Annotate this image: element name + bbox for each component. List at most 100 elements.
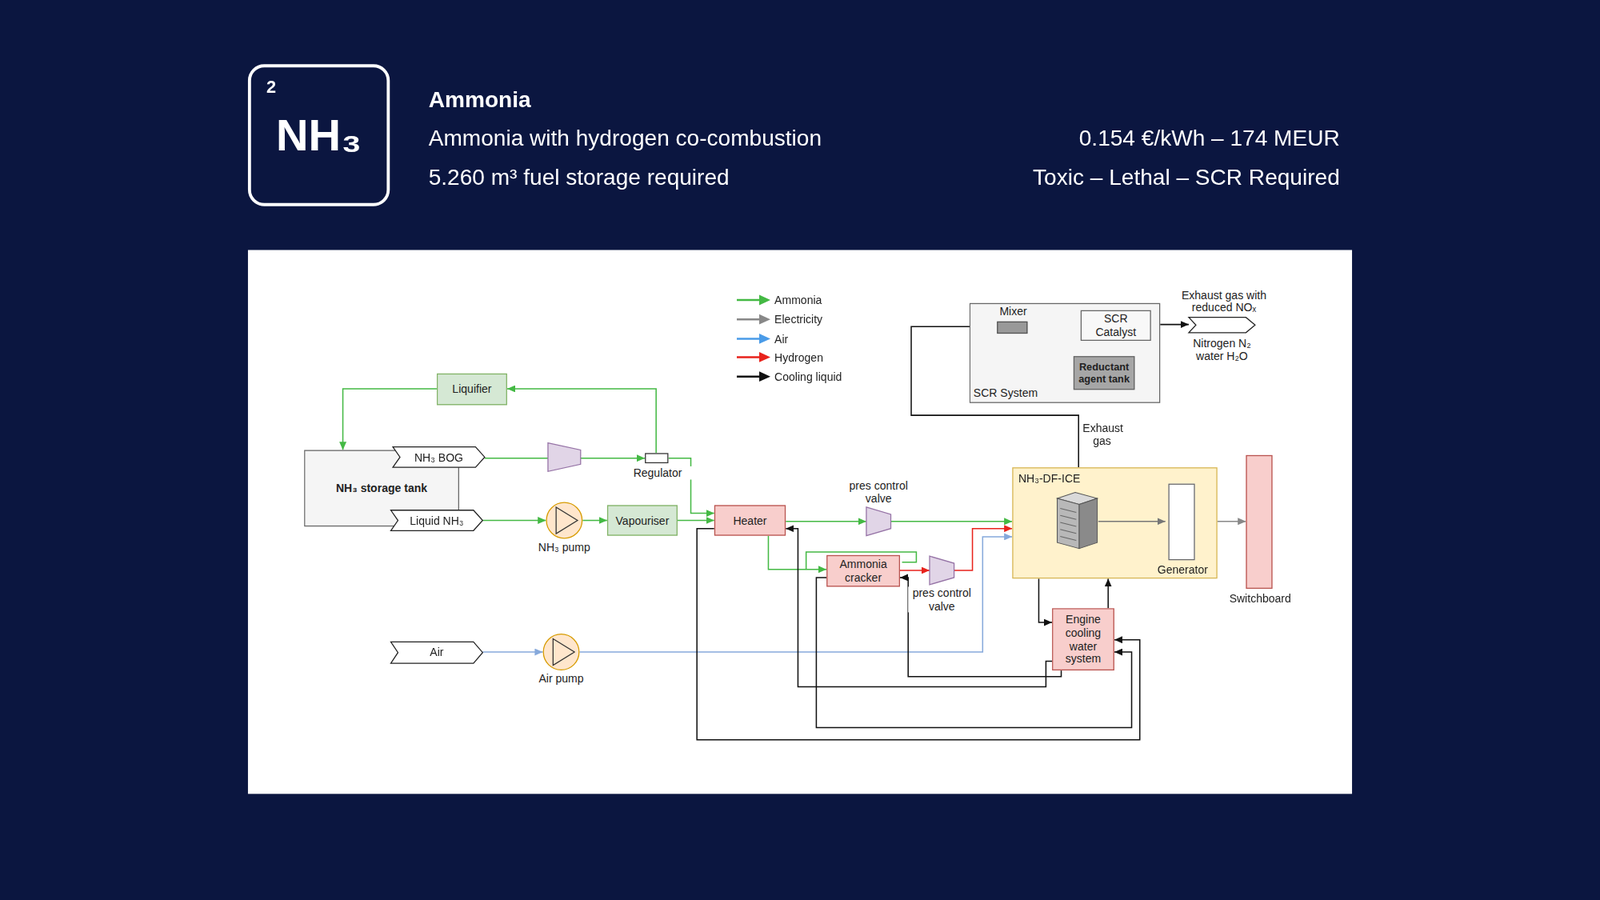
valve-outline [929,556,955,585]
process-box: Liquifier [436,373,508,406]
box-label: Liquid NH₃ [409,513,464,527]
element-symbol: NH₃ [276,109,362,162]
pump-triangle [556,507,578,534]
catalyst-box: SCR Catalyst [1080,310,1152,341]
legend-swatch [736,351,772,364]
legend-swatch [736,312,772,325]
fact-text: Toxic – Lethal – SCR Required [1032,164,1340,190]
element-number: 2 [266,77,276,98]
legend-row: Air [736,331,788,346]
inlet-tag: Air [391,641,484,664]
legend-swatch [736,293,772,306]
slide-title: Ammonia [428,86,532,112]
legend-row: Hydrogen [736,350,824,365]
diagram-panel [248,250,1352,795]
symbol-label: Regulator [621,466,693,480]
mixer-box: Mixer [996,321,1028,334]
shaft-line [1098,520,1166,523]
pump-circle [543,634,580,671]
outlet-tag: Exhaust gas with reduced NOₓNitrogen N₂ … [1188,317,1256,333]
tag-shape [391,641,484,664]
engine-rib [1060,536,1076,541]
scr-region: SCR SystemMixerSCR CatalystReductant age… [969,303,1161,404]
symbol-label: pres control valve [844,479,912,505]
swatch-head [759,295,771,306]
legend-text: Air [774,332,788,344]
legend-swatch [736,370,772,383]
pump-circle [546,502,583,539]
flow-connector [579,536,1012,652]
legend-text: Ammonia [774,293,822,306]
symbol-label: pres control valve [908,586,976,612]
box-label: SCR Catalyst [1084,312,1148,339]
regulator-symbol: Regulator [644,452,668,464]
element-tile: 2NH₃ [248,64,390,206]
fact-text: 0.154 €/kWh – 174 MEUR [1079,125,1340,152]
switchboard-box: Switchboard [1245,455,1272,589]
flow-connector [507,388,656,453]
swatch-head [759,372,771,383]
box-label: Ammonia cracker [829,558,897,584]
symbol-label: Air pump [520,672,603,686]
symbol-label: Mixer [992,305,1034,319]
symbol-label: Generator [1151,563,1215,576]
process-box: Engine cooling water system [1052,608,1115,671]
flow-connector [482,520,546,522]
flow-connector [900,569,930,572]
pump-symbol: NH₃ pump [545,502,583,540]
engine-rib [1060,522,1076,527]
process-box: Vapouriser [607,504,678,536]
legend-text: Hydrogen [774,351,824,364]
legend-row: Electricity [736,312,823,327]
engine-rib [1060,515,1076,520]
pump-outline [543,633,580,671]
legend-text: Electricity [774,312,823,325]
connector-label: Exhaust gas [1082,421,1121,448]
box-label: Heater [732,513,767,527]
outlet-note: Nitrogen N₂ water H₂O [1186,336,1258,363]
box-label: Air [429,646,444,660]
flow-connector [482,651,543,653]
engine-front [1056,498,1080,549]
fact-text: Ammonia with hydrogen co-combustion [428,125,822,152]
tank-box: Reductant agent tank [1073,356,1136,390]
flow-connector [1038,578,1052,623]
box-label: NH₃ storage tank [336,481,428,495]
pump-outline [545,502,583,540]
outlet-tag: Liquid NH₃ [391,510,484,532]
tag-outline [1188,317,1256,333]
flow-connector [582,520,608,522]
region-title: SCR System [973,387,1038,400]
engine-rib [1060,529,1076,534]
tag-shape [1188,317,1256,333]
valve-shape [929,556,955,585]
pump-symbol: Air pump [543,633,580,671]
swatch-head [759,333,771,344]
outlet-tag: NH₃ BOG [392,447,485,468]
box-label: Vapouriser [616,513,670,527]
valve-shape [866,507,892,536]
legend-row: Cooling liquid [736,369,842,384]
pump-triangle [552,638,575,665]
tag-shape [391,510,484,532]
valve-symbol: pres control valve [929,556,955,585]
engine-side [1079,498,1098,549]
generator-box: Generator [1168,484,1195,561]
box-label: NH₃ BOG [414,450,464,464]
flow-connector [1107,578,1109,608]
engine-region: NH₃-DF-ICEGenerator [1012,467,1217,579]
tag-shape [392,447,485,468]
compressor-symbol [548,443,581,472]
fact-text: 5.260 m³ fuel storage required [428,164,730,190]
flow-connector [677,520,715,522]
process-box: Heater [714,504,786,536]
outlet-note: Exhaust gas with reduced NOₓ [1175,288,1273,315]
flow-connector [900,577,1062,677]
box-label: Engine cooling water system [1055,613,1112,665]
engine-rib [1060,508,1076,513]
valve-outline [866,507,892,536]
process-box: Ammonia cracker [826,555,900,588]
symbol-label: NH₃ pump [523,540,605,554]
legend-text: Cooling liquid [774,370,842,383]
